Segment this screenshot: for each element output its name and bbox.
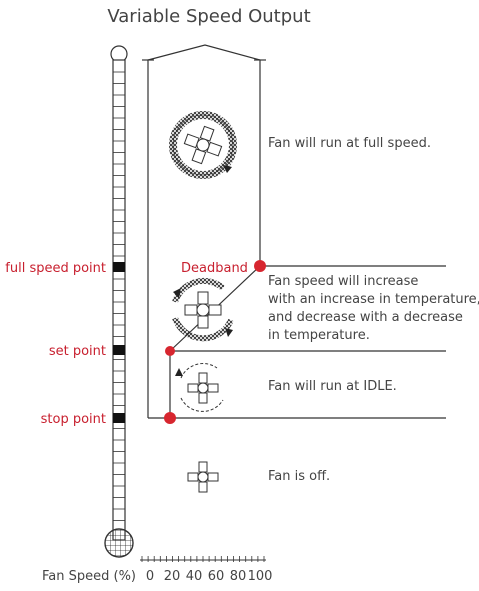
deadband-point — [254, 260, 266, 272]
fan-full-speed-icon — [169, 111, 237, 179]
axis-tick-label: 100 — [248, 569, 273, 584]
fan-off-icon — [187, 461, 219, 493]
set-point-marker — [113, 345, 125, 355]
axis-tick-label: 80 — [230, 569, 247, 584]
thermometer-tube — [112, 59, 126, 541]
zone-variable-line: Fan speed will increase — [268, 274, 418, 289]
zone-full-speed-text: Fan will run at full speed. — [268, 136, 431, 151]
axis-tick-label: 60 — [208, 569, 225, 584]
set-point-dot — [165, 346, 175, 356]
zone-variable-line: in temperature. — [268, 328, 370, 343]
thermometer-graduations — [113, 71, 125, 521]
axis-tick-label: 40 — [186, 569, 203, 584]
axis-tick-label: 0 — [146, 569, 154, 584]
fan-idle-icon — [175, 363, 224, 412]
zone-variable-line: and decrease with a decrease — [268, 310, 463, 325]
stop-point-dot — [164, 412, 176, 424]
fan-speed-axis-ticks — [141, 556, 265, 562]
fan-variable-speed-icon — [172, 277, 234, 342]
zone-outline — [142, 44, 446, 419]
zone-variable-line: with an increase in temperature, — [268, 292, 479, 307]
deadband-label: Deadband — [181, 261, 248, 276]
zone-idle-text: Fan will run at IDLE. — [268, 379, 397, 394]
diagram-title: Variable Speed Output — [107, 6, 310, 27]
axis-tick-label: 20 — [164, 569, 181, 584]
full-speed-marker — [113, 262, 125, 272]
fan-speed-axis-label: Fan Speed (%) — [42, 569, 136, 584]
zone-off-text: Fan is off. — [268, 469, 330, 484]
full-speed-point-label: full speed point — [5, 261, 106, 276]
stop-point-label: stop point — [41, 412, 106, 427]
stop-point-marker — [113, 413, 125, 423]
set-point-label: set point — [49, 344, 106, 359]
thermometer-bulb — [104, 528, 134, 558]
thermometer — [104, 45, 134, 558]
zone-variable-text: Fan speed will increase with an increase… — [268, 274, 479, 343]
